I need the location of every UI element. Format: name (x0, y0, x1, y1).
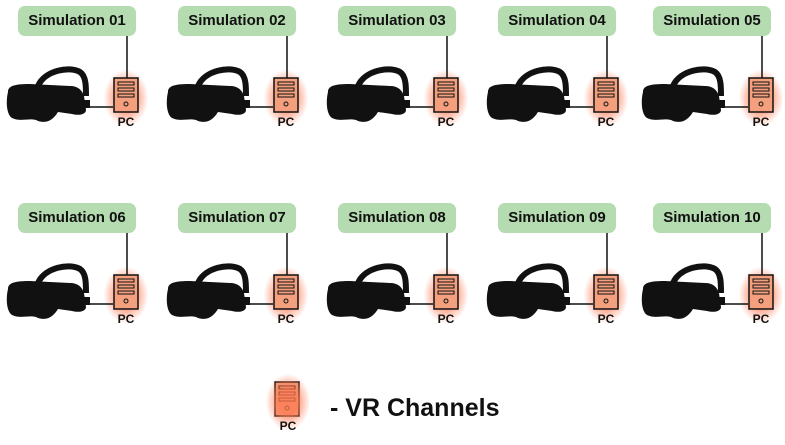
pc-label: PC (279, 419, 297, 433)
vr-channel-unit: Simulation 05 PC (635, 0, 785, 140)
simulation-label: Simulation 08 (338, 203, 456, 233)
pc-label: PC (597, 312, 615, 326)
pc-label: PC (437, 115, 455, 129)
vr-channel-unit: Simulation 10 PC (635, 197, 785, 337)
simulation-label: Simulation 09 (498, 203, 616, 233)
vr-channel-unit: Simulation 03 PC (320, 0, 480, 140)
pc-label: PC (752, 312, 770, 326)
vr-headset-icon (326, 66, 410, 122)
pc-label: PC (597, 115, 615, 129)
vr-headset-icon (641, 66, 725, 122)
pc-tower-icon (113, 77, 139, 113)
simulation-label: Simulation 10 (653, 203, 771, 233)
pc-glow (266, 374, 310, 430)
pc-label: PC (117, 312, 135, 326)
pc-label: PC (437, 312, 455, 326)
simulation-label: Simulation 04 (498, 6, 616, 36)
pc-tower-icon (748, 77, 774, 113)
legend-text: - VR Channels (330, 394, 500, 422)
vr-headset-icon (166, 66, 250, 122)
pc-label: PC (117, 115, 135, 129)
simulation-label: Simulation 03 (338, 6, 456, 36)
vr-headset-icon (326, 263, 410, 319)
simulation-label: Simulation 07 (178, 203, 296, 233)
vr-channel-unit: Simulation 02 PC (160, 0, 320, 140)
vr-channel-unit: Simulation 06 PC (0, 197, 160, 337)
simulation-label: Simulation 05 (653, 6, 771, 36)
vr-headset-icon (6, 263, 90, 319)
pc-tower-icon (433, 77, 459, 113)
pc-label: PC (277, 115, 295, 129)
pc-tower-icon (113, 274, 139, 310)
simulation-label: Simulation 02 (178, 6, 296, 36)
pc-tower-icon (273, 77, 299, 113)
pc-tower-icon (433, 274, 459, 310)
simulation-label: Simulation 01 (18, 6, 136, 36)
vr-channel-unit: Simulation 01 PC (0, 0, 160, 140)
vr-headset-icon (641, 263, 725, 319)
vr-channel-unit: Simulation 04 PC (480, 0, 640, 140)
legend: PC - VR Channels (262, 370, 542, 440)
pc-tower-icon (593, 77, 619, 113)
vr-channel-unit: Simulation 08 PC (320, 197, 480, 337)
pc-tower-icon (748, 274, 774, 310)
vr-channel-unit: Simulation 07 PC (160, 197, 320, 337)
vr-headset-icon (166, 263, 250, 319)
pc-tower-icon (593, 274, 619, 310)
pc-label: PC (752, 115, 770, 129)
vr-headset-icon (486, 66, 570, 122)
simulation-label: Simulation 06 (18, 203, 136, 233)
vr-channel-unit: Simulation 09 PC (480, 197, 640, 337)
vr-headset-icon (6, 66, 90, 122)
pc-label: PC (277, 312, 295, 326)
vr-headset-icon (486, 263, 570, 319)
pc-tower-icon (273, 274, 299, 310)
